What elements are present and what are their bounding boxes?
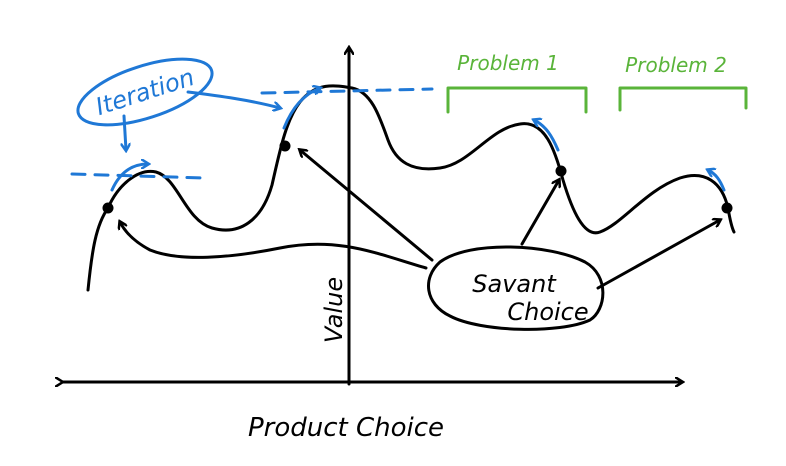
savant-label-line2: Choice (507, 298, 588, 326)
iteration-arrow-2 (282, 88, 320, 130)
iteration-arrow-3 (534, 120, 560, 152)
y-axis-label: Value (320, 277, 348, 343)
iteration-label: Iteration (92, 63, 197, 121)
value-curve (86, 84, 736, 292)
dashed-line-local-max (70, 172, 207, 180)
curve-point-right (555, 165, 567, 177)
arrow-savant-to-right-point (520, 180, 559, 246)
iteration-arrow-1 (110, 164, 148, 192)
iteration-arrow-4 (708, 170, 726, 192)
curve-point-left (102, 202, 114, 214)
dashed-line-global-max (260, 87, 434, 95)
problem2-bracket (618, 86, 748, 112)
curve-point-far-right (721, 202, 733, 214)
curve-point-peak (279, 140, 291, 152)
arrow-savant-to-far-right (596, 220, 720, 290)
problem1-bracket (446, 86, 588, 114)
savant-bubble-outline (427, 245, 605, 331)
arrow-savant-to-left-point (120, 222, 428, 270)
arrow-savant-to-peak (300, 150, 434, 262)
iteration-pointer-down (124, 114, 126, 150)
iteration-bubble-outline (76, 57, 214, 127)
x-axis-label: Product Choice (248, 413, 444, 443)
iteration-pointer-right (186, 90, 280, 108)
problem2-label: Problem 2 (625, 53, 727, 77)
savant-label-line1: Savant (472, 270, 557, 298)
problem1-label: Problem 1 (457, 51, 559, 75)
